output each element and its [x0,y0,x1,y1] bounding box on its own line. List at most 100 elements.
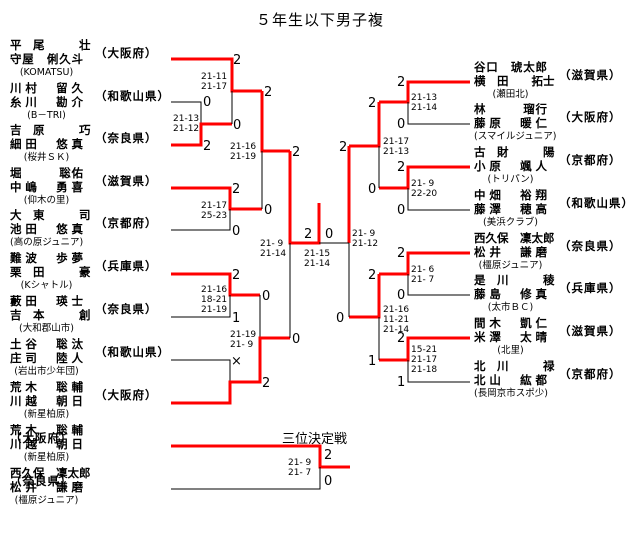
player-1-name: 吉 原 巧 [10,123,91,137]
winner-path-15 [379,80,470,104]
club-name: (大和郡山市) [19,323,74,334]
club-name: (仰木の里) [23,195,70,206]
page-title: ５年生以下男子複 [255,11,384,29]
player-2-name: 松井 謙磨 [10,480,83,494]
club-name: (美浜クラブ) [483,217,538,228]
prefecture: （京都府） [559,153,622,167]
left-entry-2: 吉 原 巧細田 悠真(桜井ＳＫ)（奈良県） [10,124,170,166]
loser-path-12 [171,359,231,382]
l-r2a-top-result: 2 [233,53,241,68]
club-name: (KOMATSU) [19,67,74,78]
l-r2a-score-0: 21-11 [201,72,227,82]
right-entry-0: 谷口 琥太郎横 田 拓士(瀬田北)（滋賀県） [474,61,634,103]
l-r1b-score-1: 18-21 [201,295,227,305]
right-entry-3: 中畑 裕翔藤澤 穂高(美浜クラブ)（和歌山県） [474,189,634,231]
left-entry-8: 荒木 聡輔川越 朝日(新星柏原)（大阪府） [10,381,170,423]
winner-path-30 [171,444,350,469]
prefecture: （和歌山県） [95,345,170,359]
right-entry-5: 是 川 稜藤島 修真(太市ＢＣ)（兵庫県） [474,274,634,316]
r-semi-score-0: 21- 9 [352,229,376,239]
player-1-name: 大 東 司 [10,208,91,222]
winner-path-2 [171,122,232,147]
r-r1d-bottom-result: 1 [397,375,405,390]
club-name: (スマイルジュニア) [474,131,557,142]
final-score-1: 21-14 [304,259,330,269]
r-r2a-top-result: 2 [368,96,376,111]
l-semi-bottom-result: 0 [292,332,300,347]
player-2-name: 松井 謙磨 [474,245,547,259]
player-1-name: 荒木 聡輔 [10,423,83,437]
winner-path-4 [260,91,290,153]
player-2-name: 庄司 陸人 [10,351,83,365]
player-1-name: 堀 聡佑 [10,166,83,180]
third-score-0: 21- 9 [288,458,312,468]
r-r1b-score-0: 21- 9 [411,179,435,189]
l-r3a-bottom-result: 0 [264,203,272,218]
winner-path-0 [171,57,262,93]
prefecture: （奈良県） [95,302,158,316]
winner-path-9 [171,272,260,297]
r-r2b-score-0: 21-16 [383,305,409,315]
player-2-name: 吉 本 創 [10,308,91,322]
l-r2a-score-1: 21-17 [201,82,227,92]
l-r1a-score-0: 21-13 [173,114,199,124]
l-r3a-score-1: 21-19 [230,152,256,162]
left-entry-7: 土谷 聡汰庄司 陸人(岩出市少年団)（和歌山県） [10,338,170,380]
prefecture: （和歌山県） [95,89,170,103]
r-r1a-score-0: 21-13 [411,93,437,103]
player-1-name: 間木 凱仁 [474,316,547,330]
r-r1a-top-result: 2 [397,75,405,90]
left-entry-4: 大 東 司池田 悠真(高の原ジュニア)（京都府） [10,209,170,251]
left-entry-3: 堀 聡佑中嶋 勇喜(仰木の里)（滋賀県） [10,167,170,209]
winner-path-8 [288,151,321,245]
player-1-name: 古 財 陽 [474,145,555,159]
prefecture: （奈良県） [10,474,73,488]
l-r1b-bottom-result: 1 [232,311,240,326]
l-r2b-score-0: 21-17 [201,201,227,211]
right-entry-2: 古 財 陽小原 颯人(トリパン)（京都府） [474,146,634,188]
r-r1d-top-result: 2 [397,331,405,346]
r-r2b-score-2: 21-14 [383,325,409,335]
l-r1b-top-result: 2 [232,268,240,283]
right-entry-4: 西久保 凜太郎松井 謙磨(橿原ジュニア)（奈良県） [474,232,634,274]
r-r2a-score-0: 21-17 [383,137,409,147]
third-top-result: 2 [324,448,332,463]
r-r1c-score-1: 21- 7 [411,275,434,285]
l-r2c-score-1: 21- 9 [230,340,254,350]
right-entry-7: 北 川 禄北山 紘都(長岡京市スポ少)（京都府） [474,360,634,402]
club-name: (トリパン) [487,174,534,185]
loser-path-10 [171,295,231,318]
left-entry-5: 難波 歩夢栗 田 豪(Kシャトル)（兵庫県） [10,252,170,294]
final-left-result: 2 [304,227,312,242]
club-name: (Kシャトル) [20,280,73,291]
club-name: (長岡京市スポ少) [474,388,548,399]
player-2-name: 守屋 俐久斗 [10,52,83,66]
final-score-0: 21-15 [304,249,330,259]
prefecture: （兵庫県） [95,259,158,273]
r-r1a-score-1: 21-14 [411,103,437,113]
club-name: (橿原ジュニア) [478,260,543,271]
r-r1b-bottom-result: 0 [397,203,405,218]
prefecture: （大阪府） [559,110,622,124]
winner-path-5 [171,186,262,211]
r-r2a-score-1: 21-13 [383,147,409,157]
club-name: (桜井ＳＫ) [23,152,70,163]
player-2-name: 栗 田 豪 [10,265,91,279]
prefecture: （大阪府） [95,46,158,60]
player-1-name: 中畑 裕翔 [474,188,547,202]
third-place-title: 三位決定戦 [282,432,348,447]
player-2-name: 川越 朝日 [10,394,83,408]
club-name: (岩出市少年団) [14,366,79,377]
l-r1b-score-2: 21-19 [201,305,227,315]
player-2-name: 川越 朝日 [10,437,83,451]
club-name: (北里) [497,345,524,356]
r-r1d-score-0: 15-21 [411,345,437,355]
player-1-name: 藪田 瑛士 [10,294,83,308]
l-r2b-top-result: 2 [232,182,240,197]
player-1-name: 川村 留久 [10,81,83,95]
player-2-name: 糸川 勘介 [10,95,83,109]
player-2-name: 池田 悠真 [10,222,83,236]
r-r2b-score-1: 11-21 [383,315,409,325]
prefecture: （兵庫県） [559,281,622,295]
